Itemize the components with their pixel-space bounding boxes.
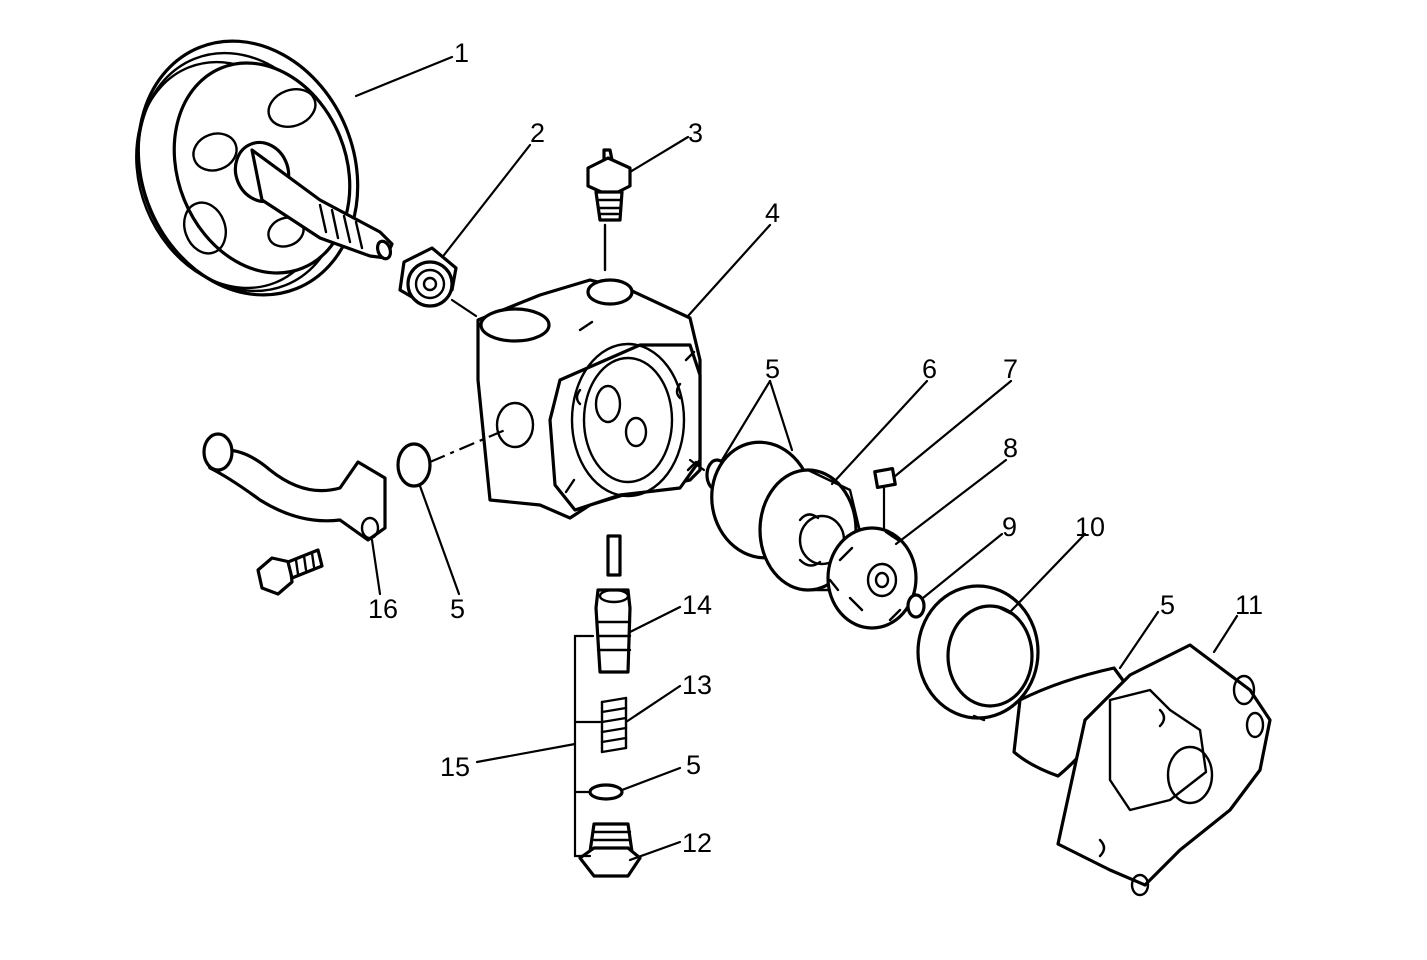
- plug: [578, 822, 642, 878]
- callout-6: 6: [922, 354, 937, 384]
- pulley-with-shaft: [135, 39, 394, 297]
- inlet-tube: [202, 432, 387, 542]
- flow-control-valve: [594, 534, 632, 674]
- callout-8: 8: [1003, 433, 1018, 463]
- callout-15: 15: [440, 752, 470, 782]
- callout-5-rear: 5: [1160, 590, 1175, 620]
- callout-labels: 1 2 3 4 5 6 7 8 9 10 5 11 16 5 14 13 5 1…: [368, 38, 1263, 858]
- callout-5-valve: 5: [686, 750, 701, 780]
- callout-11: 11: [1235, 590, 1263, 620]
- rotor: [826, 526, 918, 630]
- callout-10: 10: [1075, 512, 1105, 542]
- callout-9: 9: [1002, 512, 1017, 542]
- valve-assembly-bracket: [573, 634, 602, 858]
- centerline-inlet: [429, 428, 506, 464]
- o-ring-valve: [588, 783, 624, 801]
- rear-cover: [1056, 643, 1272, 897]
- pump-housing: [476, 278, 702, 520]
- o-ring-9: [906, 593, 926, 619]
- o-ring-inlet: [396, 442, 432, 488]
- pressure-switch: [586, 148, 632, 272]
- callout-3: 3: [688, 118, 703, 148]
- callout-14: 14: [682, 590, 712, 620]
- leader-lines: [354, 55, 1239, 862]
- mounting-bolt: [256, 548, 324, 596]
- callout-4: 4: [765, 198, 780, 228]
- callout-12: 12: [682, 828, 712, 858]
- callout-16: 16: [368, 594, 398, 624]
- bearing: [398, 246, 458, 308]
- vane: [873, 466, 897, 490]
- callout-13: 13: [682, 670, 712, 700]
- callout-5-inlet: 5: [450, 594, 465, 624]
- callout-5-upper: 5: [765, 354, 780, 384]
- cam-ring: [916, 584, 1040, 722]
- callout-7: 7: [1003, 354, 1018, 384]
- callout-2: 2: [530, 118, 545, 148]
- callout-1: 1: [454, 38, 469, 68]
- valve-spring: [600, 696, 628, 754]
